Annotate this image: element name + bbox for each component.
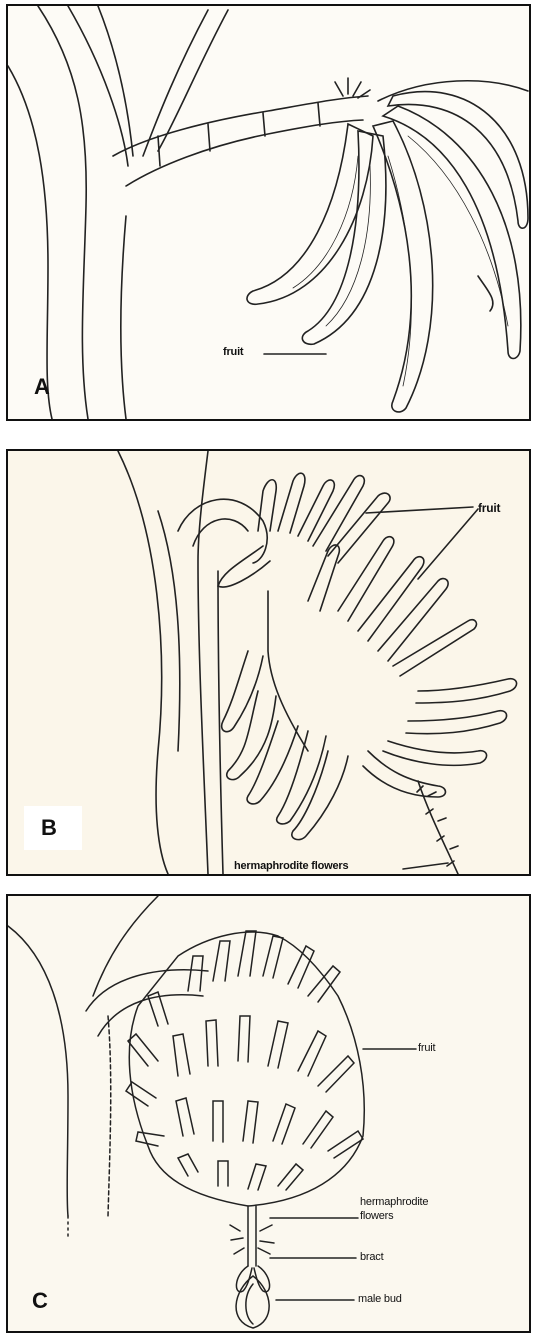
flowers-leader-b — [403, 863, 448, 869]
fruit-leader-b2 — [418, 509, 478, 579]
fruit-cluster-c — [129, 932, 364, 1206]
male-bud-label-c: male bud — [358, 1293, 402, 1305]
fruit-a1 — [247, 124, 373, 304]
peduncle-a — [113, 96, 368, 156]
banana-drawing-a — [8, 6, 529, 419]
hermaphrodite-label-c-line1: hermaphrodite — [360, 1196, 428, 1208]
fruit-b5 — [328, 493, 390, 563]
panel-letter-c: C — [32, 1288, 48, 1314]
banana-drawing-b — [8, 451, 529, 874]
fruit-b6 — [268, 591, 308, 751]
panel-letter-a: A — [34, 374, 50, 400]
panel-b: B fruit hermaphrodite flowers — [6, 449, 531, 876]
male-stalk-b — [418, 781, 458, 874]
panel-c: C fruit hermaphrodite flowers bract male… — [6, 894, 531, 1333]
fruit-a3 — [373, 121, 433, 412]
banana-drawing-c — [8, 896, 529, 1331]
fruit-b1 — [258, 480, 276, 531]
fruit-b2 — [278, 473, 305, 533]
panel-letter-b: B — [41, 815, 57, 841]
pseudostem-c — [8, 926, 68, 1216]
panel-a: A fruit — [6, 4, 531, 421]
bract-label-c: bract — [360, 1251, 383, 1263]
pseudostem-b — [118, 451, 168, 874]
fruit-a5 — [388, 92, 528, 229]
fruit-label-c: fruit — [418, 1042, 435, 1054]
fruit-a6 — [378, 81, 528, 101]
fruit-b7 — [222, 651, 263, 732]
hermaphrodite-flowers-label-b: hermaphrodite flowers — [234, 860, 348, 872]
hermaphrodite-label-c-line2: flowers — [360, 1210, 393, 1222]
fruit-label-a: fruit — [223, 346, 243, 358]
fruit-label-b: fruit — [478, 501, 500, 515]
